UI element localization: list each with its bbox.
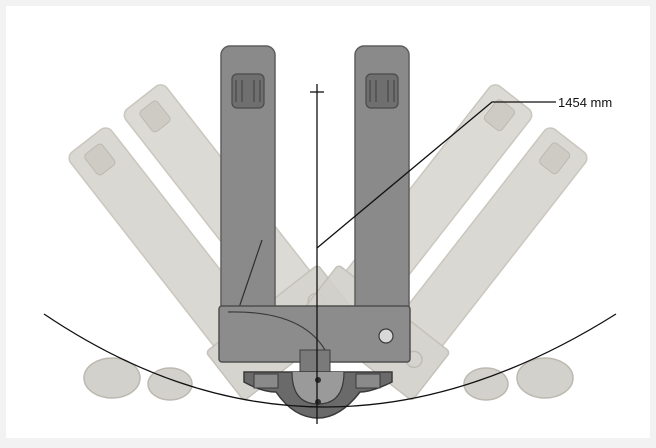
swing-arc: [43, 313, 617, 408]
dimension-label: 1454 mm: [558, 95, 612, 110]
center-axis: [310, 84, 324, 424]
base-assembly: [243, 371, 393, 419]
dimension-leader: [316, 101, 556, 249]
active-arm-left: [220, 45, 276, 341]
active-arm-right: [354, 45, 410, 337]
ghost-wheels: [83, 357, 574, 401]
carriage-block: [218, 305, 411, 373]
